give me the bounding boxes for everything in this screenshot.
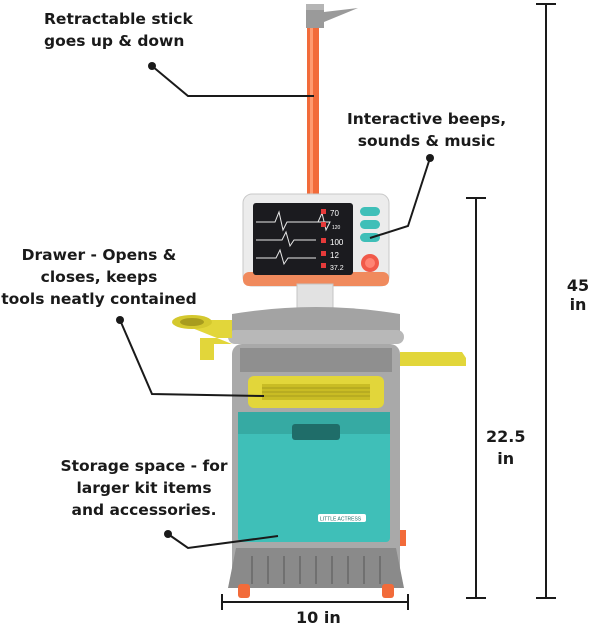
callout-drawer-line-2: closes, keeps bbox=[40, 268, 158, 286]
cup-holder-left bbox=[172, 320, 232, 360]
wheel-left bbox=[238, 584, 250, 598]
door-handle[interactable] bbox=[292, 424, 340, 440]
cup-holder-hole bbox=[180, 318, 204, 326]
dimension-body-height: 22.5 in bbox=[486, 426, 525, 470]
monitor-trim bbox=[243, 272, 389, 286]
tray-rim bbox=[228, 330, 404, 344]
storage-door-shade bbox=[238, 412, 390, 434]
ecg-trace-1 bbox=[256, 210, 331, 232]
wheel-right bbox=[382, 584, 394, 598]
dimension-body-height-unit: in bbox=[497, 449, 515, 468]
callout-storage: Storage space - for larger kit items and… bbox=[55, 455, 233, 521]
readout-oxygen: 100 bbox=[330, 238, 344, 247]
heart-icon bbox=[321, 209, 326, 214]
storage-door[interactable] bbox=[238, 412, 390, 542]
side-shelf-right bbox=[400, 352, 466, 366]
callout-storage-line-3: and accessories. bbox=[71, 501, 217, 519]
oxygen-icon bbox=[321, 238, 326, 243]
cart-body-inner bbox=[240, 348, 392, 372]
leader-storage bbox=[167, 533, 279, 550]
drawer-vent-lines bbox=[262, 387, 370, 397]
monitor-button-1[interactable] bbox=[360, 207, 380, 216]
callout-stick: Retractable stick goes up & down bbox=[44, 8, 193, 52]
leader-drawer-dot bbox=[116, 316, 124, 324]
monitor-button-2[interactable] bbox=[360, 220, 380, 229]
callout-sounds: Interactive beeps, sounds & music bbox=[347, 108, 506, 152]
callout-sounds-line-2: sounds & music bbox=[357, 132, 496, 150]
leader-drawer bbox=[119, 319, 265, 397]
leader-sounds bbox=[369, 157, 431, 239]
dim-line-10 bbox=[221, 594, 409, 610]
power-button-highlight bbox=[365, 258, 375, 268]
ecg-trace-2 bbox=[256, 230, 316, 248]
pole-hook bbox=[306, 6, 358, 28]
callout-stick-line-2: goes up & down bbox=[44, 32, 185, 50]
pole-highlight bbox=[310, 26, 313, 196]
monitor-screen bbox=[253, 203, 353, 275]
callout-stick-line-1: Retractable stick bbox=[44, 10, 193, 28]
pole-cap bbox=[306, 4, 324, 10]
bp-icon bbox=[321, 222, 326, 227]
callout-drawer: Drawer - Opens & closes, keeps tools nea… bbox=[0, 244, 198, 310]
dimension-body-height-value: 22.5 bbox=[486, 427, 526, 446]
lungs-icon bbox=[321, 251, 326, 256]
leader-storage-dot bbox=[164, 530, 172, 538]
dimension-total-height: 45 in bbox=[566, 276, 590, 314]
readout-temp: 37.2 bbox=[330, 265, 344, 272]
dimension-width: 10 in bbox=[296, 608, 341, 627]
callout-sounds-line-1: Interactive beeps, bbox=[347, 110, 507, 128]
callout-drawer-line-1: Drawer - Opens & bbox=[21, 246, 177, 264]
dim-line-45 bbox=[536, 3, 556, 599]
dim-line-225 bbox=[466, 197, 486, 599]
brand-badge bbox=[318, 514, 366, 522]
callout-drawer-line-3: tools neatly contained bbox=[1, 290, 197, 308]
brand-text: LITTLE ACTRESS bbox=[320, 517, 362, 523]
side-accent bbox=[400, 530, 406, 546]
readout-heart-rate: 70 bbox=[330, 209, 339, 218]
thermometer-icon bbox=[321, 263, 326, 268]
leader-stick bbox=[151, 65, 314, 97]
base-ribs bbox=[251, 556, 381, 584]
readout-blood-pressure: 120 bbox=[332, 225, 341, 231]
readout-resp: 12 bbox=[330, 251, 339, 260]
leader-sounds-dot bbox=[426, 154, 434, 162]
leader-stick-dot bbox=[148, 62, 156, 70]
ecg-trace-3 bbox=[256, 248, 316, 266]
callout-storage-line-2: larger kit items bbox=[76, 479, 212, 497]
callout-storage-line-1: Storage space - for bbox=[60, 457, 228, 475]
